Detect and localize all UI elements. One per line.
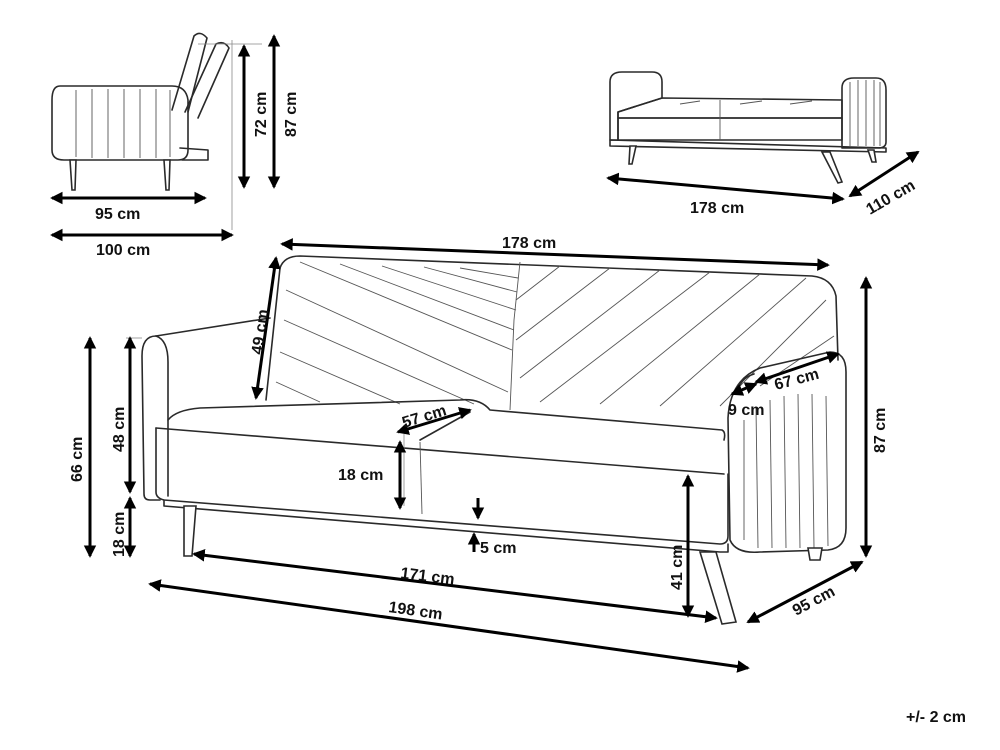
arrow-front-total-depth (746, 560, 864, 624)
label-side-back-height: 72 cm (253, 92, 270, 137)
bed-view-drawing (609, 71, 887, 184)
label-side-total-height: 87 cm (283, 92, 300, 137)
label-front-arm-length: 67 cm (773, 366, 821, 394)
label-front-total-height: 87 cm (872, 408, 889, 453)
label-bed-length: 178 cm (690, 200, 744, 217)
label-front-seat-height: 41 cm (669, 545, 686, 590)
label-front-seat-width: 171 cm (400, 565, 456, 588)
side-view-drawing (51, 32, 262, 230)
label-front-cushion-thickness: 18 cm (338, 467, 383, 484)
label-front-back-width: 178 cm (502, 235, 556, 252)
arrow-front-arm-width (730, 382, 758, 396)
label-front-arm-height: 66 cm (69, 437, 86, 482)
arrow-front-arm-length (754, 351, 840, 385)
arrow-front-seat-width (192, 549, 718, 623)
arrow-front-back-width (280, 238, 830, 271)
label-front-clearance: 5 cm (480, 540, 516, 557)
label-front-leg-height: 18 cm (111, 512, 128, 557)
arrow-bed-length (606, 172, 845, 205)
arrow-front-back-height (251, 256, 281, 400)
front-view-drawing (126, 255, 847, 625)
label-side-depth-total: 100 cm (96, 242, 150, 259)
label-front-cushion-height: 48 cm (111, 407, 128, 452)
arrow-front-cushion-depth (396, 407, 472, 435)
tolerance-note: +/- 2 cm (906, 709, 966, 726)
label-front-arm-width: 9 cm (728, 402, 764, 419)
label-side-depth-seat: 95 cm (95, 206, 140, 223)
label-front-back-height: 49 cm (249, 308, 272, 355)
arrow-bed-depth (848, 150, 920, 198)
arrow-front-total-width (148, 579, 750, 673)
